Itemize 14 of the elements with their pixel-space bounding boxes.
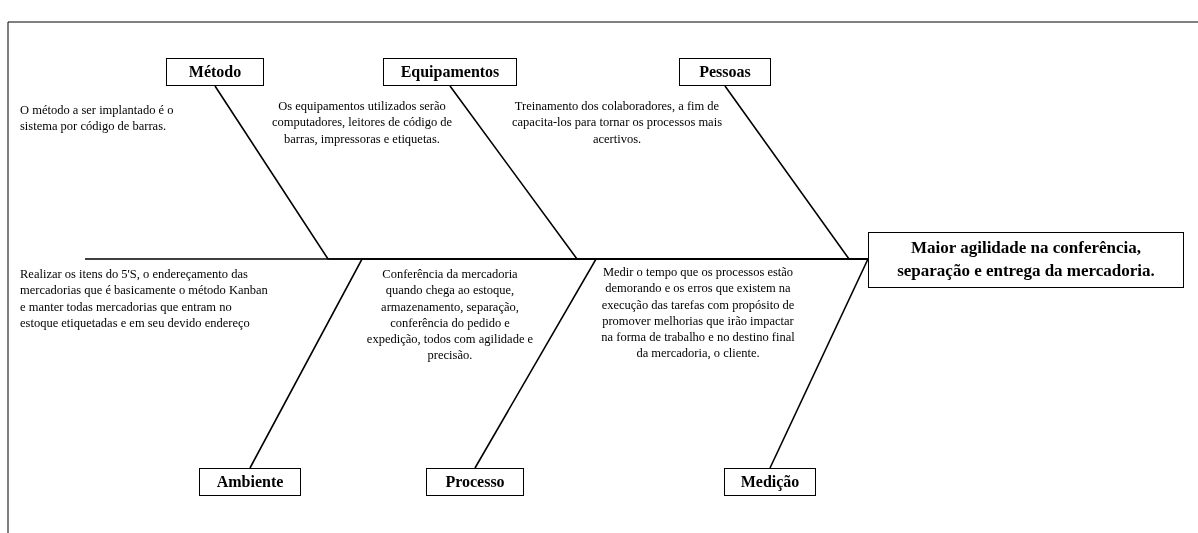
cause-description: Medir o tempo que os processos estão demorando e os erros que existem na execução das tarefas com propósito de promover melhorias que irão impactar na forma de trabalho e no destino final da mercadoria, o cliente. [600, 264, 796, 362]
category-box: Pessoas [679, 58, 771, 86]
cause-description: O método a ser implantado é o sistema por código de barras. [20, 102, 175, 135]
category-box: Ambiente [199, 468, 301, 496]
bone-line [769, 258, 869, 469]
cause-description: Conferência da mercadoria quando chega ao estoque, armazenamento, separação, conferência do pedido e expedição, todos com agilidade e precisão. [366, 266, 534, 364]
effect-box: Maior agilidade na conferência, separação e entrega da mercadoria. [868, 232, 1184, 288]
category-box: Medição [724, 468, 816, 496]
category-box: Equipamentos [383, 58, 517, 86]
cause-description: Os equipamentos utilizados serão computadores, leitores de código de barras, impressoras e etiquetas. [270, 98, 454, 147]
category-box: Processo [426, 468, 524, 496]
cause-description: Realizar os itens do 5'S, o endereçamento das mercadorias que é basicamente o método Kanban e manter todas mercadorias que entram no estoque etiquetadas e em seu devido endereço [20, 266, 269, 331]
cause-description: Treinamento dos colaboradores, a fim de capacita-los para tornar os processos mais acertivos. [511, 98, 723, 147]
category-box: Método [166, 58, 264, 86]
